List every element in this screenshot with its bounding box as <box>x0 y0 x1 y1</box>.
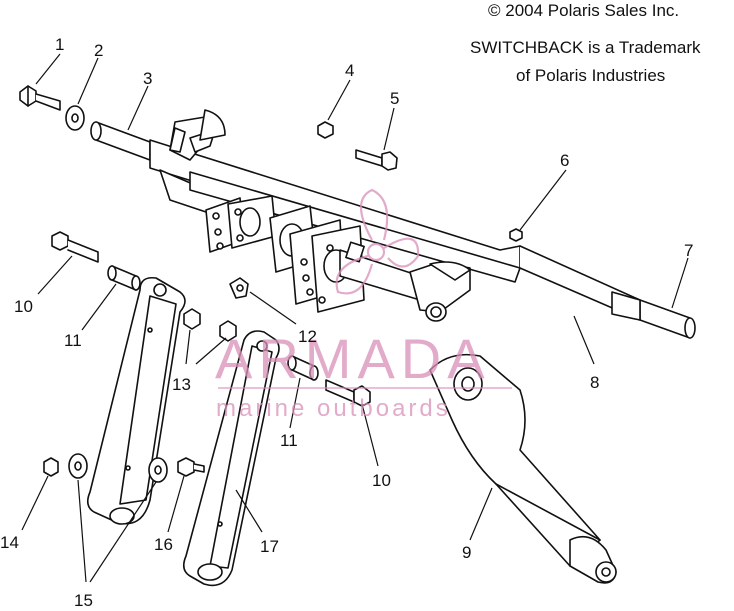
callout-2: 2 <box>94 41 103 60</box>
watermark-propeller-icon <box>335 188 420 295</box>
callout-3: 3 <box>143 69 152 88</box>
part-13-nut-a <box>183 308 201 330</box>
callout-11-left: 11 <box>64 331 82 350</box>
callout-15: 15 <box>74 591 93 606</box>
part-5-bolt <box>355 149 398 171</box>
part-7-shaft <box>611 291 696 339</box>
trademark-line-1: SWITCHBACK is a Trademark <box>470 38 701 57</box>
callout-5: 5 <box>390 89 399 108</box>
part-13-nut-b <box>219 320 237 342</box>
callout-6: 6 <box>560 151 569 170</box>
mount-plate-right <box>269 205 365 313</box>
callout-numbers: 1 2 3 4 5 6 7 8 9 10 11 12 13 11 10 14 1… <box>0 35 693 610</box>
part-2-washer <box>65 105 85 131</box>
callout-11-right: 11 <box>280 431 298 450</box>
callout-16: 16 <box>154 535 173 554</box>
part-3-shaft <box>90 121 151 161</box>
part-11-bushing-left <box>107 265 141 291</box>
copyright-notice: © 2004 Polaris Sales Inc. <box>488 1 680 20</box>
watermark-tagline: marine outboards <box>216 395 451 422</box>
callout-7: 7 <box>684 241 693 260</box>
watermark: ARMADA marine outboards <box>215 188 512 422</box>
callout-13: 13 <box>172 375 191 394</box>
part-1-bolt <box>19 85 61 111</box>
part-6-nut <box>509 228 523 242</box>
trademark-line-2: of Polaris Industries <box>516 66 666 85</box>
callout-17: 17 <box>260 537 279 556</box>
leader-lines <box>21 53 689 583</box>
part-14-nut <box>43 457 59 477</box>
watermark-brand: ARMADA <box>215 327 491 390</box>
right-link-arm <box>182 330 280 587</box>
left-link-arm <box>86 276 186 525</box>
callout-14: 14 <box>0 533 19 552</box>
mount-plate-left <box>205 195 277 253</box>
callout-12: 12 <box>298 327 317 346</box>
part-16-bolt <box>177 457 205 477</box>
cross-tube <box>339 241 421 301</box>
callout-8: 8 <box>590 373 599 392</box>
callout-10-left: 10 <box>14 297 33 316</box>
part-15-washer-a <box>68 453 88 479</box>
part-10-bolt-left <box>51 231 99 263</box>
callout-1: 1 <box>55 35 64 54</box>
part-9-shock <box>429 353 617 584</box>
part-4-nut <box>317 121 334 139</box>
part-11-bushing-right <box>287 355 319 381</box>
callout-10-right: 10 <box>372 471 391 490</box>
part-10-bolt-right <box>325 379 371 407</box>
part-12-clip <box>229 277 249 299</box>
callout-9: 9 <box>462 543 471 562</box>
callout-4: 4 <box>345 61 354 80</box>
right-pivot-bracket <box>409 261 471 322</box>
part-15-washer-b <box>148 457 168 483</box>
